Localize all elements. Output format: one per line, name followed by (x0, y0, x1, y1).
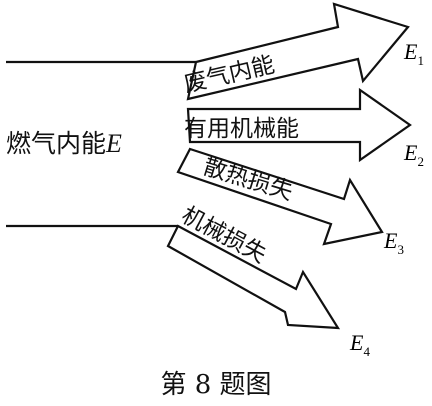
arrow-heat-loss (176, 147, 384, 246)
arrow-useful-mechanical-energy (186, 87, 412, 163)
branch-label-heat-loss: 散热损失 (200, 154, 296, 206)
figure-caption: 第 8 题图 (160, 370, 271, 400)
branch-label-useful-mechanical: 有用机械能 (184, 116, 299, 142)
symbol-e2: E2 (403, 140, 424, 169)
arrow-mechanical-loss (166, 224, 341, 330)
arrow-waste-gas-energy (186, 2, 410, 101)
source-label: 燃气内能E (6, 129, 122, 158)
symbol-e1: E1 (403, 39, 424, 68)
symbol-e3: E3 (383, 228, 404, 257)
symbol-e4: E4 (349, 330, 370, 359)
